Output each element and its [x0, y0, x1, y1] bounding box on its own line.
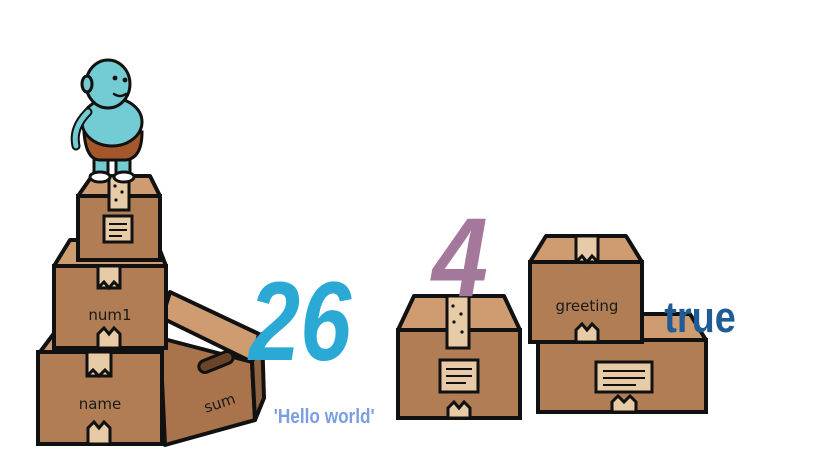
greeting-box-label: greeting [556, 297, 619, 315]
num1-box-label: num1 [88, 306, 131, 324]
true-value: true [664, 292, 735, 341]
greeting-box: greeting [528, 234, 644, 344]
name-box-label: name [79, 395, 122, 413]
character-figure [70, 58, 144, 184]
hello-world-value: 'Hello world' [274, 405, 375, 428]
top-box [76, 174, 162, 262]
number-26-value: 26 [247, 258, 352, 384]
middle-box [396, 294, 522, 420]
number-4-value: 4 [430, 195, 488, 320]
right-bottom-box [536, 312, 708, 414]
